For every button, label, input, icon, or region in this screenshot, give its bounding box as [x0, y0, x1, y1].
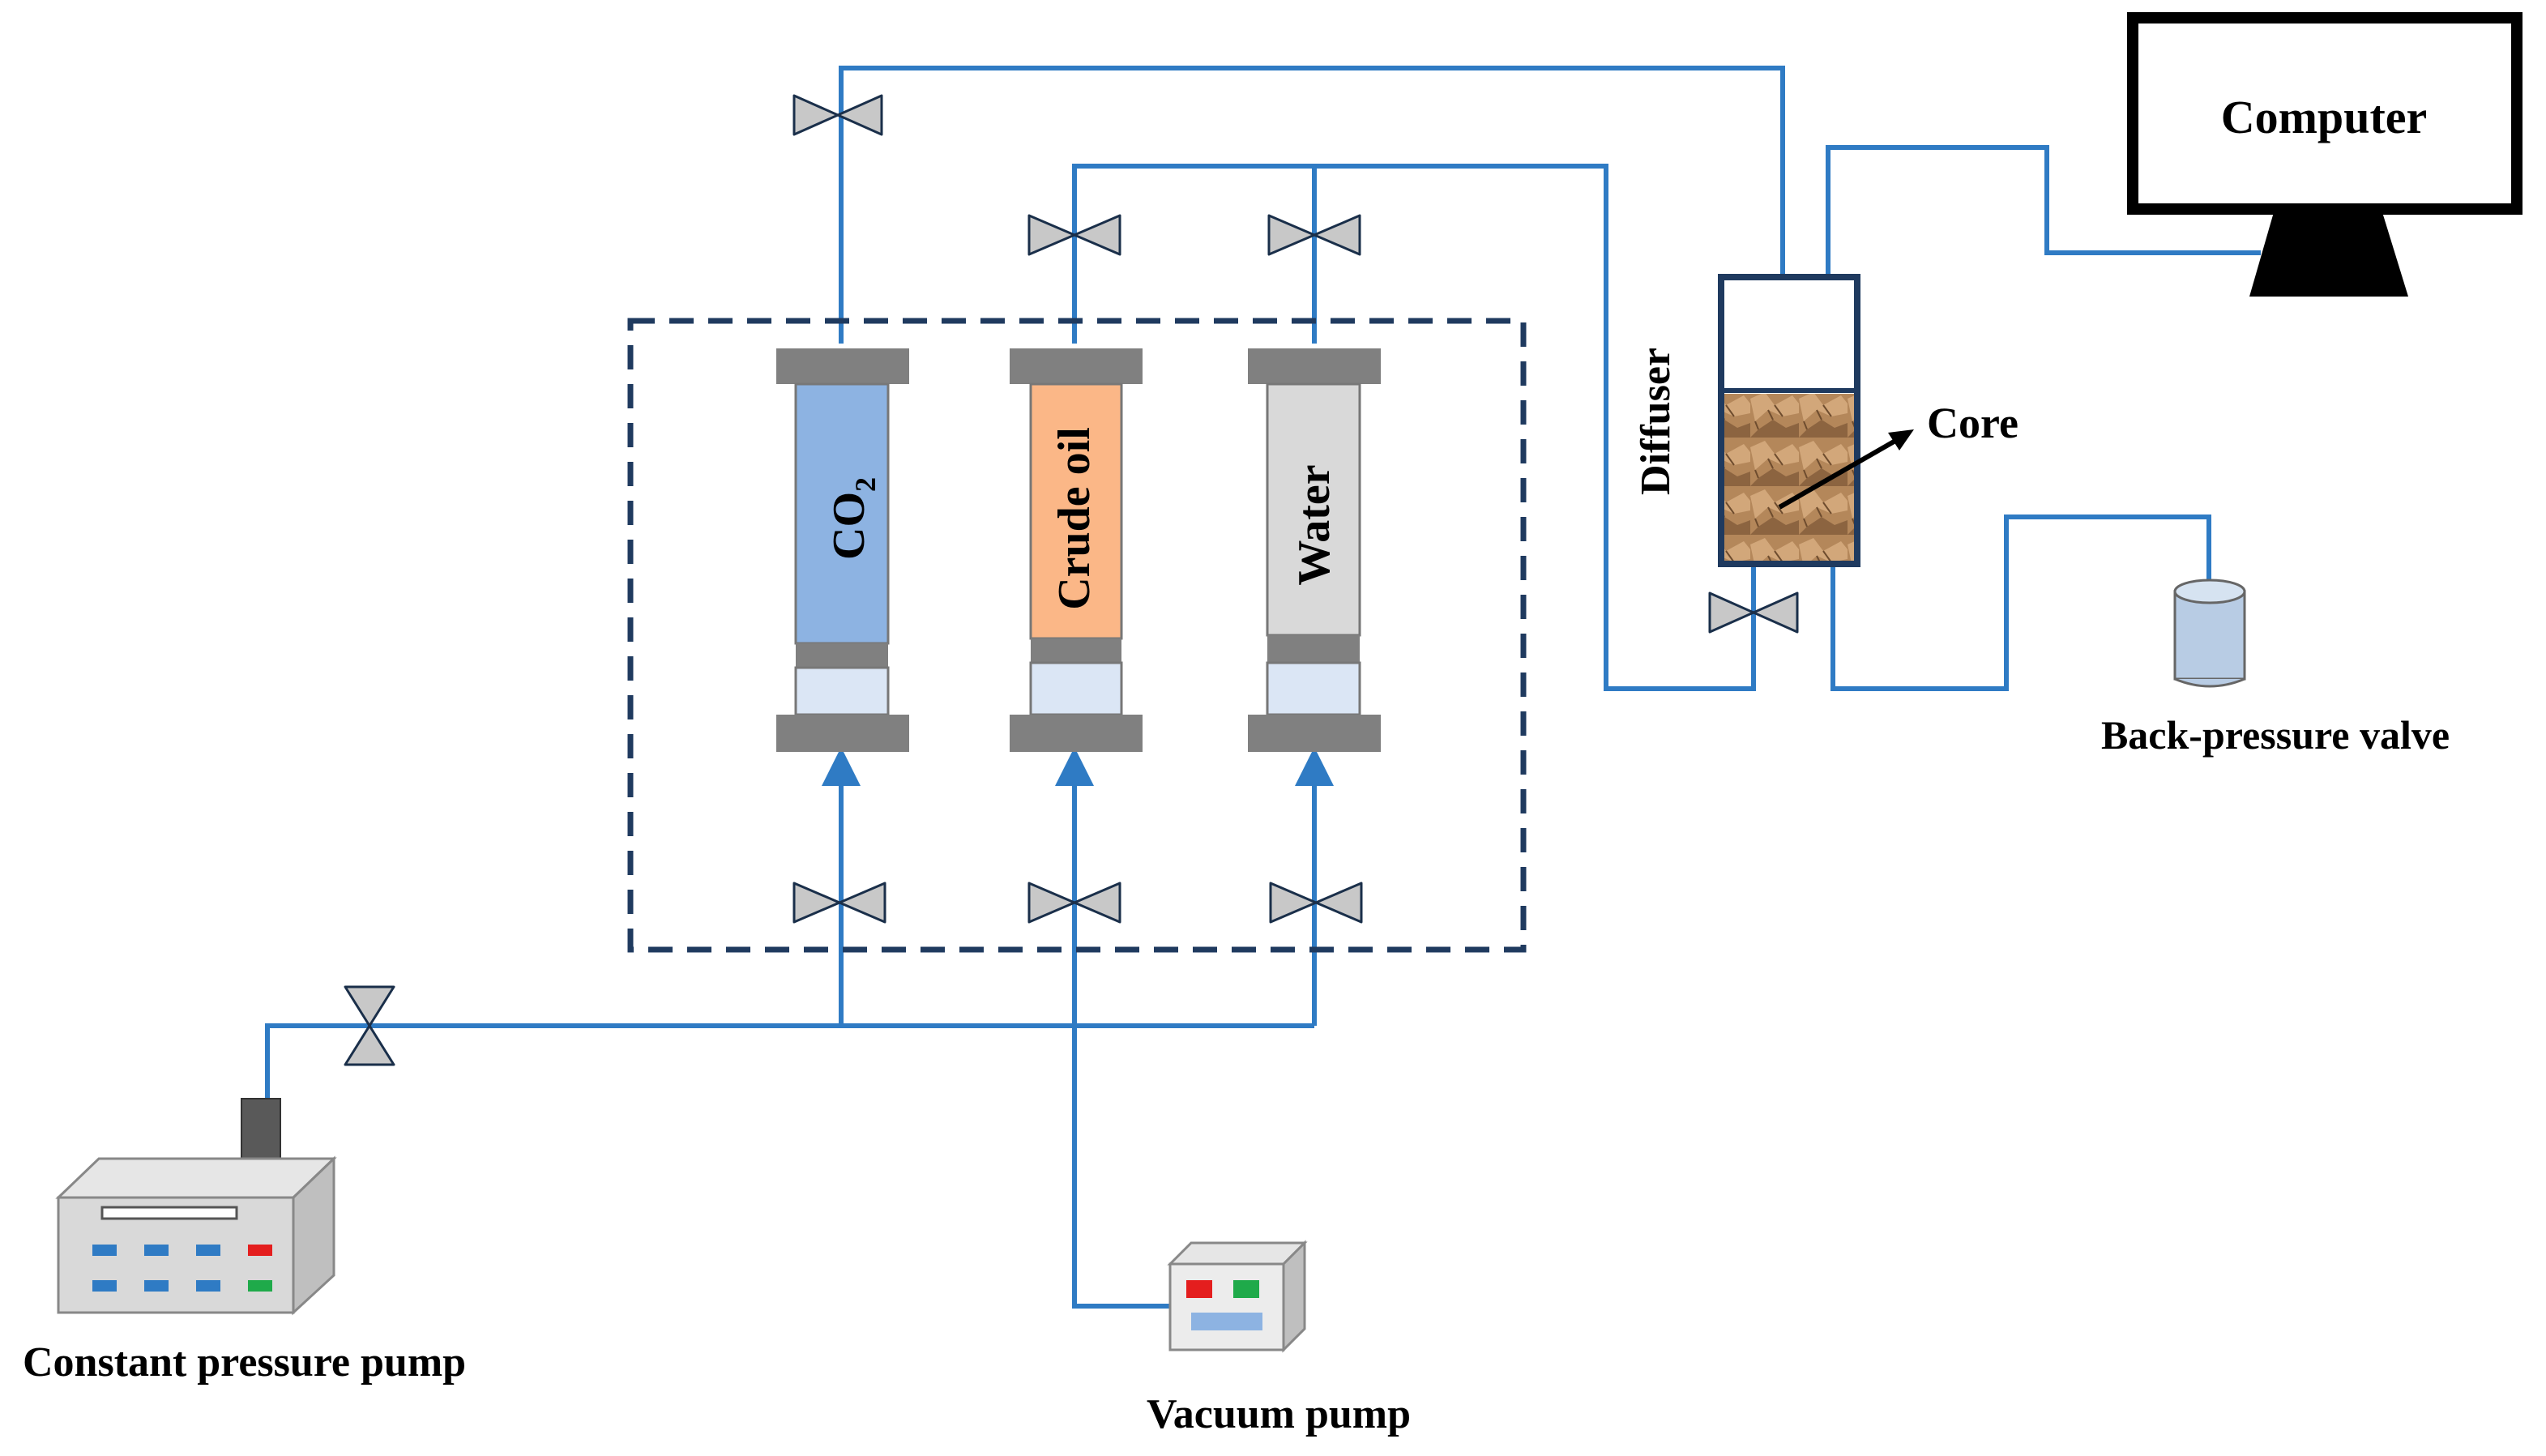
vacuum-front-face — [1168, 1262, 1285, 1351]
vacuum-pump-label: Vacuum pump — [1147, 1391, 1411, 1437]
cylinder-cap-bottom — [1010, 715, 1143, 752]
cylinder-cap-bottom — [776, 715, 909, 752]
cylinder-label-water: Water — [1289, 464, 1339, 585]
pump-button-green[interactable] — [248, 1280, 272, 1292]
cylinder-water: Water — [1248, 348, 1381, 752]
cylinder-cap-bottom — [1248, 715, 1381, 752]
pump-icon[interactable] — [55, 1098, 337, 1316]
monitor-icon — [2127, 12, 2523, 297]
vacuum-pump-icon[interactable] — [1167, 1240, 1308, 1353]
pump-button[interactable] — [144, 1280, 169, 1292]
cylinder-lower-chamber — [1266, 661, 1361, 716]
pipe-diffuser-to-computer — [1826, 145, 2261, 277]
cylinder-cap-top — [1010, 348, 1143, 384]
monitor-screen — [2127, 12, 2523, 215]
pump-button[interactable] — [144, 1245, 169, 1256]
pump-button-red[interactable] — [248, 1245, 272, 1256]
pipe-vacuum-line — [1055, 747, 1170, 1309]
valve-icon[interactable] — [792, 94, 883, 136]
cylinder-co2: CO2 — [776, 348, 909, 752]
valve-icon[interactable] — [1269, 882, 1363, 924]
pump-button[interactable] — [92, 1280, 117, 1292]
valve-icon[interactable] — [1267, 214, 1361, 256]
cylinder-body — [1029, 382, 1123, 640]
monitor-stand — [2249, 212, 2408, 297]
diffuser-label: Diffuser — [1633, 348, 1679, 495]
vacuum-button-red[interactable] — [1186, 1280, 1212, 1298]
cylinder-body — [1266, 382, 1361, 637]
computer-label: Computer — [2221, 91, 2428, 143]
cylinder-label-co2: CO2 — [824, 477, 882, 560]
pipe-co2-to-diffuser — [839, 66, 1785, 344]
pump-top-face — [55, 1157, 337, 1199]
cylinder-piston — [1267, 635, 1360, 663]
pipe-network — [265, 66, 2261, 1309]
cylinder-piston — [796, 643, 888, 668]
thermostat-enclosure — [627, 318, 1527, 953]
back-pressure-valve-label: Back-pressure valve — [2101, 712, 2450, 758]
pipe-to-back-pressure-valve — [1830, 515, 2211, 691]
valve-icon[interactable] — [1027, 214, 1121, 256]
cylinder-cap-top — [1248, 348, 1381, 384]
pump-button[interactable] — [92, 1245, 117, 1256]
cylinder-lower-chamber — [1029, 661, 1123, 716]
valve-icon[interactable] — [1708, 591, 1799, 634]
pump-button[interactable] — [196, 1245, 220, 1256]
valve-icon[interactable] — [792, 882, 886, 924]
valve-icon[interactable] — [344, 985, 395, 1066]
cylinder-body — [794, 382, 890, 645]
pump-display — [100, 1206, 238, 1220]
cylinder-cap-top — [776, 348, 909, 384]
beaker-icon — [2173, 579, 2246, 688]
pipe-oil-water-to-diffuser — [1072, 164, 1756, 691]
cylinder-crude-oil: Crude oil — [1010, 348, 1143, 752]
arrow-icon — [1778, 429, 1914, 510]
cylinder-label-crude-oil: Crude oil — [1049, 427, 1100, 610]
core-label: Core — [1927, 399, 2018, 447]
diffuser — [1718, 274, 1860, 567]
constant-pressure-pump-label: Constant pressure pump — [23, 1339, 466, 1386]
vacuum-display — [1191, 1313, 1262, 1330]
pump-button[interactable] — [196, 1280, 220, 1292]
vacuum-button-green[interactable] — [1233, 1280, 1259, 1298]
valve-icon[interactable] — [1027, 882, 1121, 924]
pipe-pump-line — [265, 1023, 1314, 1105]
vacuum-top-face — [1167, 1241, 1308, 1266]
cylinder-lower-chamber — [794, 666, 890, 716]
cylinder-piston — [1031, 638, 1121, 663]
